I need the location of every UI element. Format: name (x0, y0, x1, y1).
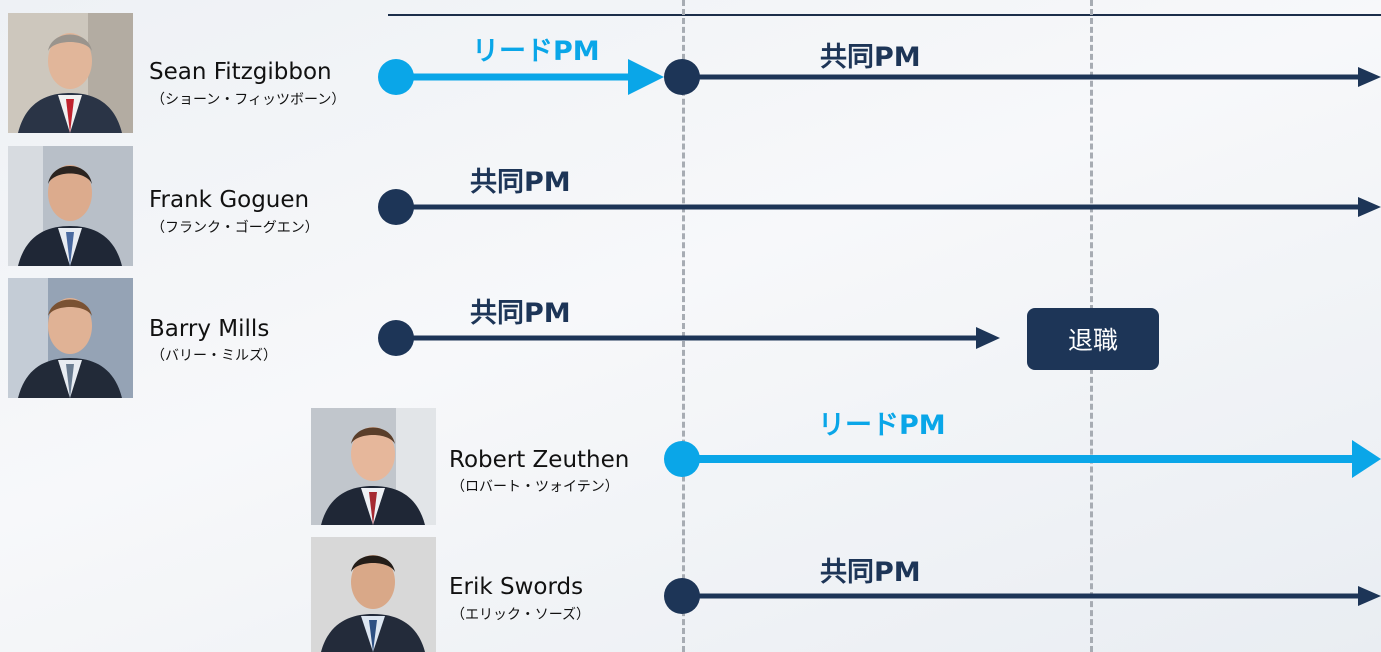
sean-co-label: 共同PM (820, 42, 921, 73)
portrait-photo-sean (8, 13, 133, 133)
top-border (388, 0, 1381, 16)
person-kana-robert: （ロバート・ツォイテン） (451, 479, 619, 495)
person-kana-erik: （エリック・ソーズ） (451, 607, 591, 623)
erik-start-dot (664, 578, 700, 614)
barry-co-label: 共同PM (470, 298, 571, 329)
frank-co-arrow-head (1358, 197, 1381, 217)
person-name-barry: Barry Mills (149, 316, 270, 342)
person-name-frank: Frank Goguen (149, 187, 310, 213)
sean-lead-arrow-head (628, 59, 664, 95)
person-kana-sean: （ショーン・フィッツボーン） (151, 92, 346, 108)
erik-co-arrow-head (1358, 586, 1381, 606)
person-name-robert: Robert Zeuthen (449, 447, 630, 473)
robert-start-dot (664, 441, 700, 477)
portrait-photo-erik (311, 537, 436, 652)
sean-co-arrow-head (1358, 67, 1381, 87)
frank-start-dot (378, 189, 414, 225)
robert-lead-arrow-head (1352, 440, 1381, 478)
sean-transition-dot (664, 59, 700, 95)
portrait-photo-barry (8, 278, 133, 398)
sean-lead-label: リードPM (472, 36, 600, 67)
portrait-photo-robert (311, 408, 436, 525)
person-name-sean: Sean Fitzgibbon (149, 59, 332, 85)
person-name-erik: Erik Swords (449, 574, 584, 600)
person-kana-frank: （フランク・ゴーグエン） (151, 220, 319, 236)
divider-line-1 (682, 0, 685, 652)
person-kana-barry: （バリー・ミルズ） (151, 348, 277, 364)
frank-co-label: 共同PM (470, 167, 571, 198)
retire-badge: 退職 (1027, 308, 1159, 370)
robert-lead-label: リードPM (818, 410, 946, 441)
sean-start-dot (378, 59, 414, 95)
barry-co-arrow-head (976, 327, 1000, 349)
erik-co-label: 共同PM (820, 557, 921, 588)
barry-start-dot (378, 320, 414, 356)
portrait-photo-frank (8, 146, 133, 266)
